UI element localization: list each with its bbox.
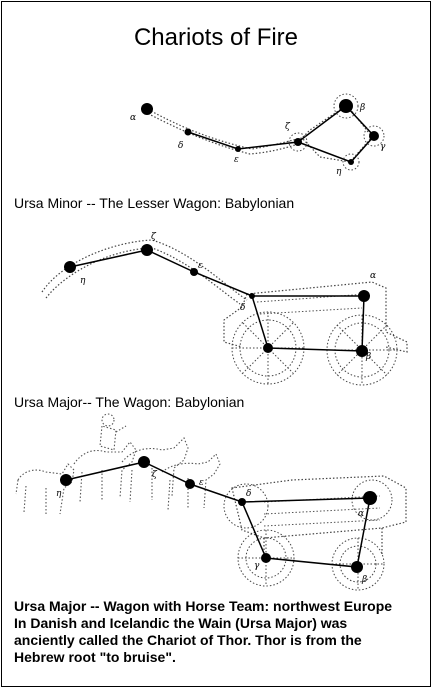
- caption-line-1: Ursa Major -- Wagon with Horse Team: nor…: [14, 598, 393, 614]
- label-zeta: ζ: [152, 470, 158, 480]
- label-delta: δ: [240, 303, 245, 313]
- lesser-wagon-outline: [141, 104, 373, 163]
- star-gamma: [369, 131, 379, 141]
- label-beta: β: [365, 352, 371, 362]
- star-delta: [249, 293, 255, 299]
- halo-beta: [333, 93, 359, 119]
- caption-line-2: In Danish and Icelandic the Wain (Ursa M…: [14, 615, 348, 631]
- page-title: Chariots of Fire: [133, 24, 299, 51]
- label-delta: δ: [178, 141, 183, 151]
- star-alpha: [363, 491, 377, 505]
- label-eta: η: [80, 276, 86, 286]
- label-gamma: γ: [380, 142, 386, 152]
- label-beta: β: [361, 575, 367, 585]
- star-eta: [64, 261, 76, 273]
- caption-line-4: Hebrew root "to bruise".: [14, 649, 176, 665]
- wagon-body-outline: [223, 281, 408, 353]
- label-alpha: α: [358, 509, 364, 519]
- lesser-wagon-outline-2: [144, 111, 299, 155]
- label-alpha: α: [130, 113, 136, 123]
- label-epsilon: ε: [234, 155, 239, 165]
- label-alpha: α: [370, 271, 376, 281]
- horse-wagon-body: [231, 475, 407, 562]
- halo-eta: [342, 153, 360, 171]
- star-gamma: [261, 553, 271, 563]
- star-zeta: [294, 138, 302, 146]
- star-beta: [351, 561, 363, 573]
- star-gamma: [263, 343, 273, 353]
- ursa-minor-diagram: α δ ε ζ β γ η: [130, 93, 386, 177]
- halo-gamma: [363, 125, 385, 147]
- star-eta: [348, 159, 354, 165]
- halo-zeta: [288, 132, 308, 152]
- horse-team: [15, 437, 221, 515]
- ursa-major-wagon-lines: [69, 249, 365, 352]
- star-beta: [339, 99, 353, 113]
- star-zeta: [141, 244, 153, 256]
- ursa-major-wagon-diagram: η ζ ε α δ β: [41, 232, 408, 386]
- star-epsilon: [190, 268, 198, 276]
- label-epsilon: ε: [199, 478, 204, 488]
- label-beta: β: [359, 103, 365, 113]
- label-zeta: ζ: [285, 122, 291, 132]
- label-gamma: γ: [254, 561, 260, 571]
- caption-horse-team: Ursa Major -- Wagon with Horse Team: nor…: [14, 598, 426, 666]
- star-eta: [60, 474, 72, 486]
- star-alpha: [141, 103, 153, 115]
- star-epsilon: [235, 146, 241, 152]
- label-zeta: ζ: [151, 232, 157, 242]
- ursa-major-horse-team-diagram: η ζ ε δ α γ β: [15, 413, 407, 591]
- caption-ursa-major: Ursa Major-- The Wagon: Babylonian: [14, 394, 245, 410]
- caption-line-3: anciently called the Chariot of Thor. Th…: [14, 632, 362, 648]
- rider-figure: [99, 413, 127, 451]
- star-alpha: [358, 290, 370, 302]
- label-eta: η: [336, 167, 342, 177]
- star-zeta: [138, 456, 150, 468]
- caption-ursa-minor: Ursa Minor -- The Lesser Wagon: Babyloni…: [14, 195, 295, 211]
- star-delta: [184, 128, 192, 136]
- star-delta: [238, 498, 246, 506]
- label-delta: δ: [246, 489, 251, 499]
- horse-team-lines: [65, 461, 371, 568]
- label-eta: η: [56, 489, 62, 499]
- star-epsilon: [185, 479, 195, 489]
- star-beta: [356, 345, 368, 357]
- label-epsilon: ε: [198, 261, 203, 271]
